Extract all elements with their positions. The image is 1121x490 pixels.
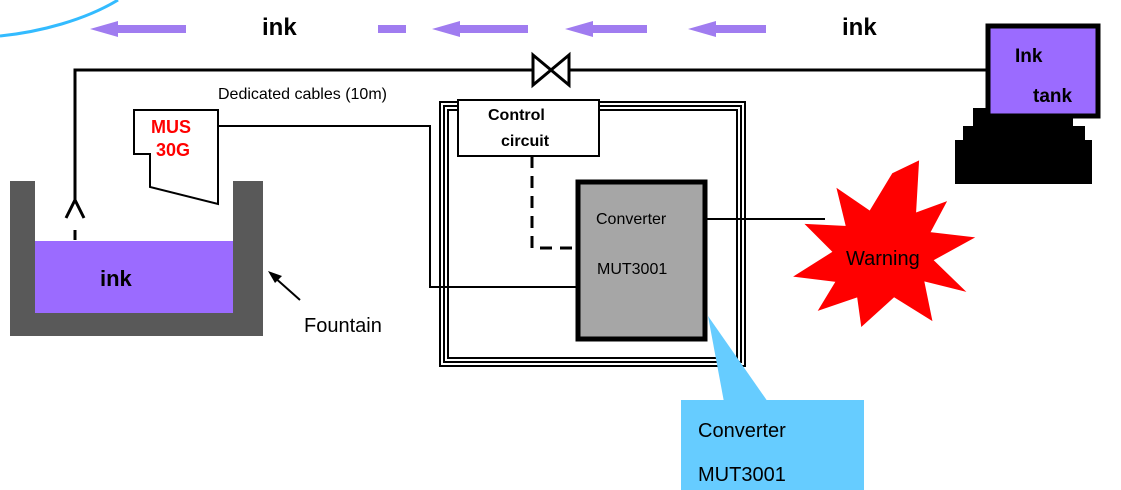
ink-tank-label-line2: tank bbox=[1033, 86, 1073, 107]
control-link bbox=[530, 156, 578, 250]
fountain-ink-label: ink bbox=[100, 266, 132, 291]
warning-burst bbox=[793, 160, 976, 328]
control-circuit-box bbox=[457, 99, 600, 157]
dedicated-cable bbox=[218, 125, 578, 288]
sensor-label-line1: MUS bbox=[151, 117, 191, 137]
flow-dash bbox=[378, 25, 406, 33]
ink-tank-label-line1: Ink bbox=[1015, 46, 1043, 67]
ink-tank-stand bbox=[955, 108, 1092, 184]
converter-label-line1: Converter bbox=[596, 211, 667, 228]
ink-flow-arrows bbox=[90, 21, 766, 37]
decorative-arc bbox=[0, 0, 119, 38]
callout-label-line1: Converter bbox=[698, 420, 786, 442]
valve-icon bbox=[531, 51, 571, 89]
fountain-label: Fountain bbox=[304, 315, 382, 337]
flow-arrow-4 bbox=[688, 21, 766, 37]
warning-label: Warning bbox=[846, 248, 920, 270]
callout-label-line2: MUT3001 bbox=[698, 464, 786, 486]
ink-tank bbox=[985, 23, 1101, 119]
ink-pipe bbox=[73, 68, 990, 200]
callout-pointer bbox=[708, 316, 768, 402]
flow-arrow-2 bbox=[432, 21, 528, 37]
sensor-label-line2: 30G bbox=[156, 140, 191, 160]
ink-flow-label-right: ink bbox=[842, 14, 877, 41]
control-circuit-label-line2: circuit bbox=[501, 133, 550, 150]
callout-box bbox=[681, 400, 864, 490]
flow-arrow-3 bbox=[565, 21, 647, 37]
sensor-mus30g bbox=[133, 109, 219, 206]
ink-flow-label-left: ink bbox=[262, 14, 297, 41]
fountain-tray bbox=[10, 181, 263, 336]
fountain-pointer-arrow bbox=[268, 271, 301, 301]
converter-box bbox=[575, 179, 708, 342]
control-circuit-label-line1: Control bbox=[488, 107, 545, 124]
cables-label: Dedicated cables (10m) bbox=[218, 86, 387, 103]
flow-arrow-1 bbox=[90, 21, 186, 37]
converter-label-line2: MUT3001 bbox=[597, 261, 668, 278]
nozzle bbox=[64, 196, 86, 219]
fountain-ink bbox=[35, 241, 233, 313]
